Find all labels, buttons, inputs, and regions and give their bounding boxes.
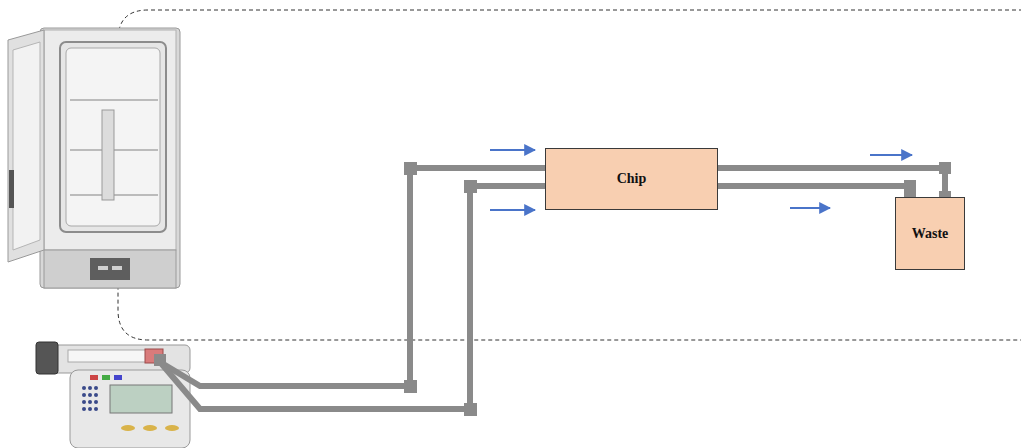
inlet-tubing: [160, 168, 545, 409]
process-box: Waste: [895, 197, 965, 270]
tube-connector: [904, 180, 916, 192]
syringe-pump-icon: [36, 342, 190, 448]
tube-connector: [154, 162, 477, 416]
box-label: Waste: [912, 226, 949, 242]
outlet-tube: [718, 186, 910, 197]
tube-connector: [939, 162, 951, 174]
incubator-boundary: [118, 10, 1021, 340]
box-label: Chip: [617, 171, 647, 187]
process-box: Chip: [545, 148, 718, 210]
incubator-icon: [8, 28, 180, 288]
